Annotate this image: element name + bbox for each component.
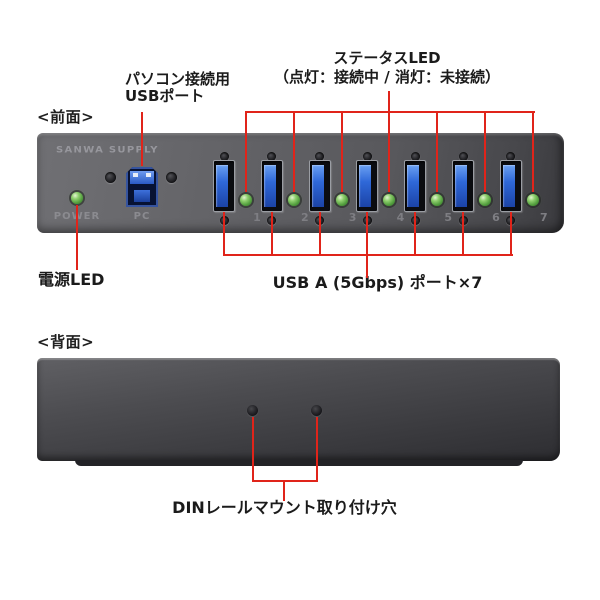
status-led-callout-line — [292, 111, 295, 192]
usb-a-port-group-2: 2 — [260, 150, 321, 228]
status-led-callout-line — [388, 91, 391, 192]
back-section-label: <背面> — [37, 333, 95, 351]
screw-hole-icon — [105, 172, 116, 183]
port-number-label: 7 — [539, 211, 548, 224]
din-callout-stem — [283, 480, 285, 501]
pc-port-panel-label: PC — [133, 211, 151, 222]
usb-a-tongue — [216, 165, 228, 207]
usb-ports-callout-label: USB A (5Gbps) ポート×7 — [272, 273, 483, 292]
usb-a-tongue — [359, 165, 372, 207]
usb-ports-callout-bracket — [223, 254, 513, 256]
screw-hole-icon — [506, 152, 516, 161]
screw-hole-icon — [458, 152, 468, 161]
power-led-icon — [71, 192, 83, 204]
port-number-label: 6 — [492, 211, 500, 224]
usb-a-port-icon — [499, 160, 522, 212]
status-led-icon — [287, 193, 300, 206]
status-led-icon — [335, 193, 348, 206]
status-led-callout-line — [436, 111, 439, 192]
port-number-label: 2 — [300, 211, 309, 224]
usb-a-port-icon — [308, 160, 331, 212]
power-led-callout-line — [76, 205, 78, 270]
usb-ports-callout-stem — [366, 254, 368, 278]
status-led-icon — [526, 193, 539, 206]
usb-b-port-icon — [126, 167, 158, 207]
port-number-label: 1 — [253, 211, 261, 224]
usb-ports-callout-line — [366, 212, 369, 255]
usb-a-tongue — [502, 165, 515, 207]
screw-hole-icon — [362, 152, 372, 161]
port-number-label: 3 — [348, 211, 357, 224]
status-led-callout-line — [340, 111, 343, 192]
screw-hole-icon — [315, 152, 325, 161]
usb-b-contact — [133, 173, 138, 177]
status-led-callout-line — [484, 111, 486, 192]
port-number-label: 5 — [444, 211, 453, 224]
pc-port-callout-line2: USBポート — [125, 87, 205, 105]
usb-ports-callout-line — [462, 212, 464, 255]
front-section-label: <前面> — [37, 108, 95, 126]
screw-hole-icon — [166, 172, 177, 183]
screw-hole-icon — [267, 152, 277, 161]
status-led-callout-line — [245, 111, 247, 192]
usb-ports-callout-line — [270, 212, 273, 255]
screw-hole-icon — [410, 152, 420, 161]
brand-logo: SANWA SUPPLY — [56, 145, 159, 156]
usb-b-contact — [146, 173, 151, 177]
usb-ports-callout-line — [509, 212, 512, 255]
usb-a-port-icon — [452, 160, 474, 212]
usb-a-port-group-6: 6 — [452, 150, 512, 228]
status-led-icon — [240, 193, 252, 206]
status-led-icon — [383, 193, 396, 206]
usb-b-inner-top — [130, 171, 154, 184]
pc-port-callout-line1: パソコン接続用 — [125, 70, 231, 88]
usb-a-port-icon — [260, 160, 283, 212]
status-led-callout-line2: （点灯：接続中 / 消灯：未接続） — [274, 67, 500, 86]
status-led-callout: ステータスLED （点灯：接続中 / 消灯：未接続） — [232, 49, 542, 86]
din-rail-flange — [75, 460, 523, 466]
din-callout-line — [316, 417, 318, 482]
screw-hole-icon — [219, 152, 229, 161]
pc-port-callout: パソコン接続用 USBポート — [125, 71, 230, 105]
usb-a-port-group-5: 5 — [404, 150, 464, 228]
usb-a-tongue — [455, 165, 467, 207]
mount-hole-icon — [247, 405, 258, 416]
usb-a-port-group-3: 3 — [308, 150, 369, 228]
din-callout-line — [252, 417, 254, 482]
usb-a-tongue — [263, 165, 276, 207]
usb-hub-back-view — [37, 358, 560, 461]
usb-a-port-group-4: 4 — [356, 150, 416, 228]
status-led-callout-line1: ステータスLED — [333, 49, 441, 67]
din-callout-bracket — [252, 480, 318, 482]
usb-ports-callout-line — [223, 212, 225, 255]
status-led-icon — [431, 193, 444, 206]
status-led-icon — [479, 193, 491, 206]
din-rail-callout-label: DINレールマウント取り付け穴 — [172, 498, 397, 517]
status-led-callout-bracket — [245, 111, 535, 113]
usb-b-inner-bottom — [134, 190, 150, 202]
port-number-label: 4 — [396, 211, 405, 224]
usb-a-tongue — [407, 165, 420, 207]
usb-a-port-icon — [356, 160, 379, 212]
power-led-callout-label: 電源LED — [38, 270, 105, 289]
usb-a-port-group-7: 7 — [499, 150, 560, 228]
usb-a-tongue — [311, 165, 324, 207]
usb-ports-callout-line — [318, 212, 321, 255]
usb-a-port-icon — [404, 160, 427, 212]
pc-port-callout-line — [141, 112, 143, 166]
mount-hole-icon — [311, 405, 322, 416]
usb-ports-callout-line — [414, 212, 417, 255]
usb-a-port-icon — [213, 160, 235, 212]
usb-a-port-group-1: 1 — [213, 150, 273, 228]
status-led-callout-line — [531, 111, 534, 192]
